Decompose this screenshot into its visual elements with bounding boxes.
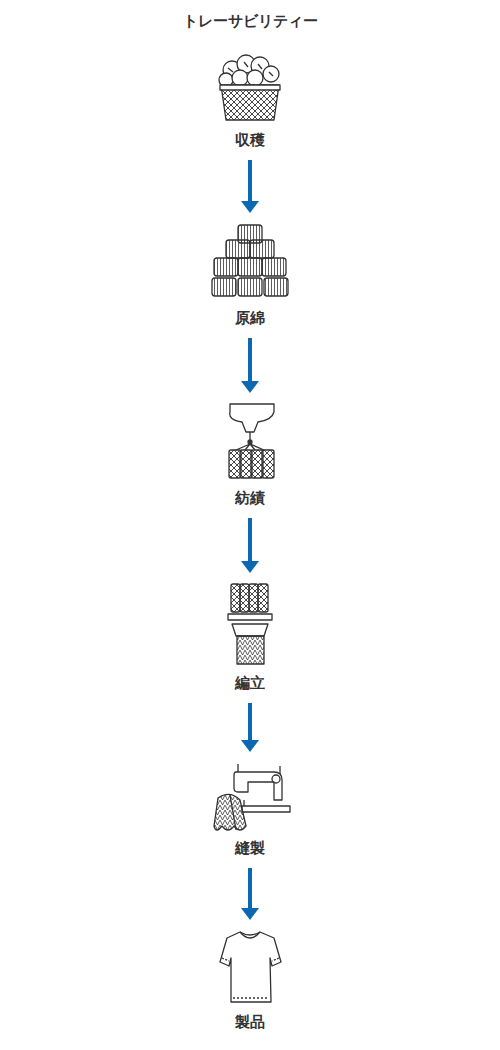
flow-arrow [241,338,259,393]
stage-label: 縫製 [190,839,310,857]
stage-label: 製品 [190,1013,310,1031]
sewing-machine-icon [214,764,290,830]
stage-label: 紡績 [190,489,310,507]
arrow-shaft [248,338,252,382]
flow-arrow [241,868,259,920]
arrow-shaft [248,703,252,741]
stage-label: 編立 [190,674,310,692]
process-stage: 収穫 [190,55,310,152]
arrow-shaft [248,518,252,562]
arrow-shaft [248,868,252,909]
process-stage: 編立 [190,581,310,695]
flow-arrow [241,160,259,213]
arrow-head [241,561,259,573]
knitting-icon [228,584,272,664]
flow-arrow [241,518,259,573]
flow-arrow [241,703,259,752]
arrow-head [241,740,259,752]
cotton-basket-icon [219,55,280,120]
process-stage: 製品 [190,928,310,1034]
spinning-icon [229,404,274,478]
cotton-bales-icon [212,225,288,296]
diagram-title: トレーサビリティー [0,12,500,31]
process-stage: 縫製 [190,760,310,860]
arrow-head [241,201,259,213]
arrow-shaft [248,160,252,202]
arrow-head [241,908,259,920]
process-stage: 原綿 [190,221,310,330]
t-shirt-icon [220,932,281,1002]
stage-label: 収穫 [190,131,310,149]
arrow-head [241,381,259,393]
process-stage: 紡績 [190,401,310,510]
stage-label: 原綿 [190,309,310,327]
